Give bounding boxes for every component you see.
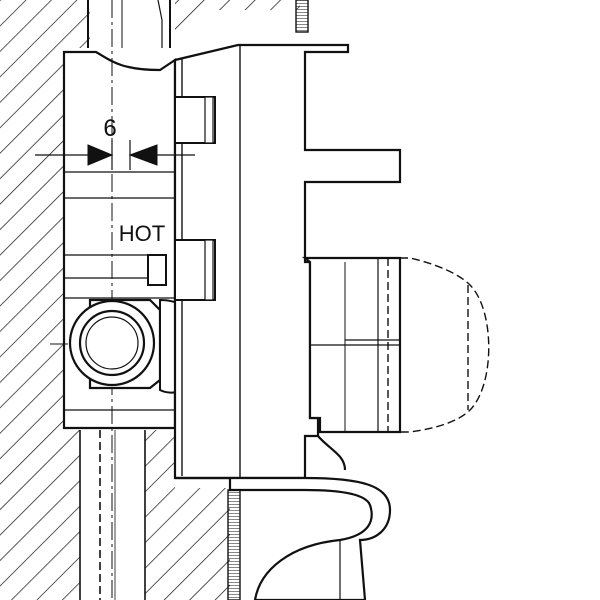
wall-hatching: [0, 0, 300, 600]
bottom-pipe: [79, 430, 146, 600]
cartridge-housing: [301, 256, 402, 434]
hot-label: HOT: [119, 221, 165, 246]
top-pipe: [87, 0, 171, 48]
hot-inlet-port: [68, 298, 162, 390]
frame-clips: [174, 96, 216, 301]
knurled-screw-bottom: [227, 489, 241, 600]
handle-outline-dashed: [387, 257, 490, 433]
escutcheon-plate: [175, 435, 392, 600]
dimension-label: 6: [103, 115, 116, 142]
dimension-marker: [35, 140, 195, 170]
knurled-screw-top: [295, 0, 309, 33]
